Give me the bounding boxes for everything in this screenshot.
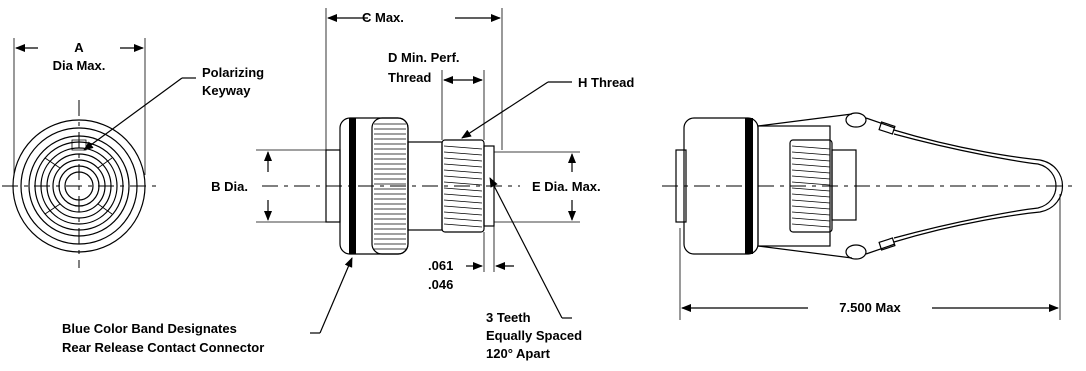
detail-line <box>443 205 483 210</box>
d-min-label-1: D Min. Perf. <box>388 50 460 65</box>
dim-upper-label: .061 <box>428 258 453 273</box>
dim-lower-label: .046 <box>428 277 453 292</box>
h-thread-label: H Thread <box>578 75 634 90</box>
detail-line <box>443 187 483 192</box>
detail-line <box>443 217 483 222</box>
detail-line <box>791 217 831 222</box>
side-view <box>256 8 580 334</box>
detail-line <box>443 211 483 216</box>
detail-line <box>443 157 483 162</box>
detail-line <box>791 145 831 150</box>
c-max-label: C Max. <box>362 10 404 25</box>
a-dia-label-2: Dia Max. <box>53 58 106 73</box>
detail-line <box>791 211 831 216</box>
length-max-label: 7.500 Max <box>839 300 901 315</box>
detail-line <box>791 175 831 180</box>
cap-with-lanyard-view <box>662 112 1074 320</box>
keyway-label-2: Keyway <box>202 83 251 98</box>
band-label-2: Rear Release Contact Connector <box>62 340 264 355</box>
detail-line <box>791 157 831 162</box>
detail-line <box>791 169 831 174</box>
detail-line <box>791 205 831 210</box>
detail-line <box>791 181 831 186</box>
detail-line <box>791 223 831 228</box>
detail-line <box>443 181 483 186</box>
detail-line <box>443 169 483 174</box>
b-dia-label: B Dia. <box>211 179 248 194</box>
detail-line <box>443 199 483 204</box>
detail-line <box>443 193 483 198</box>
teeth-label-1: 3 Teeth <box>486 310 531 325</box>
detail-line <box>791 151 831 156</box>
detail-line <box>443 163 483 168</box>
keyway-label-1: Polarizing <box>202 65 264 80</box>
teeth-label-3: 120° Apart <box>486 346 551 361</box>
color-band <box>349 118 356 254</box>
a-dia-label-1: A <box>74 40 84 55</box>
band-label-1: Blue Color Band Designates <box>62 321 237 336</box>
d-min-label-2: Thread <box>388 70 431 85</box>
detail-line <box>791 199 831 204</box>
keyway-leader <box>83 77 183 151</box>
detail-line <box>791 193 831 198</box>
detail-line <box>791 187 831 192</box>
teeth-label-2: Equally Spaced <box>486 328 582 343</box>
e-dia-label: E Dia. Max. <box>532 179 601 194</box>
detail-line <box>443 175 483 180</box>
detail-line <box>791 163 831 168</box>
detail-line <box>443 223 483 228</box>
detail-line <box>443 151 483 156</box>
detail-line <box>443 145 483 150</box>
